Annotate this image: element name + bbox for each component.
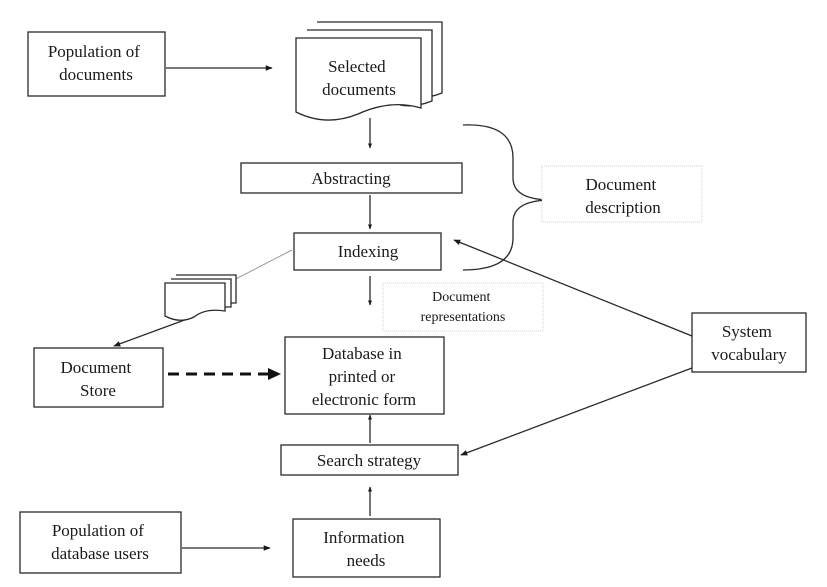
document-store-line-1: Document [60, 358, 131, 377]
node-indexing: Indexing [293, 232, 442, 271]
svg-text:Document description: Document description [585, 175, 661, 217]
system-vocabulary-line-1: System [722, 322, 772, 341]
dashed-arrow-head [268, 368, 281, 380]
arrow-stack-to-store [113, 317, 191, 347]
node-population-of-documents: Population of documents [27, 31, 166, 97]
node-selected-documents: Selected documents [295, 21, 443, 121]
system-vocabulary-line-2: vocabulary [711, 345, 787, 364]
svg-text:Selected documents: Selected documents [322, 57, 396, 99]
document-stack-icon [164, 274, 237, 321]
selected-documents-line-1: Selected [328, 57, 386, 76]
svg-text:Population of database u: Population of database users [51, 521, 149, 563]
svg-text:Information needs: Information needs [323, 528, 408, 570]
node-abstracting: Abstracting [240, 162, 463, 194]
abstracting-label: Abstracting [311, 169, 391, 188]
svg-text:Document Store: Document Store [60, 358, 135, 400]
database-line-2: printed or [329, 367, 396, 386]
arrow-vocabulary-to-search [460, 367, 693, 456]
population-documents-line-1: Population of [48, 42, 140, 61]
node-document-store: Document Store [33, 347, 164, 408]
population-users-line-1: Population of [52, 521, 144, 540]
arrow-vocabulary-to-indexing [453, 239, 693, 337]
population-documents-line-2: documents [59, 65, 133, 84]
description-brace [462, 124, 553, 271]
svg-text:Document representations: Document representations [421, 290, 506, 325]
selected-documents-line-2: documents [322, 80, 396, 99]
document-store-line-2: Store [80, 381, 116, 400]
svg-text:Population of documents: Population of documents [48, 42, 144, 84]
node-document-representations: Document representations [382, 282, 544, 332]
node-information-needs: Information needs [292, 518, 441, 578]
node-document-description: Document description [541, 165, 703, 223]
population-users-line-2: database users [51, 544, 149, 563]
document-description-line-2: description [585, 198, 661, 217]
node-database: Database in printed or electronic form [284, 336, 445, 415]
database-line-3: electronic form [312, 390, 416, 409]
svg-text:Database in printed or: Database in printed or electronic form [312, 344, 416, 409]
document-representations-line-2: representations [421, 310, 506, 325]
document-representations-line-1: Document [432, 290, 490, 305]
node-search-strategy: Search strategy [280, 444, 459, 476]
line-indexing-to-stack [227, 249, 293, 284]
node-system-vocabulary: System vocabulary [691, 312, 807, 373]
information-needs-line-2: needs [347, 551, 386, 570]
svg-text:System vocabulary: System vocabulary [711, 322, 787, 364]
search-strategy-label: Search strategy [317, 451, 422, 470]
document-description-line-1: Document [585, 175, 656, 194]
node-population-of-database-users: Population of database users [19, 511, 182, 574]
information-needs-line-1: Information [323, 528, 405, 547]
indexing-label: Indexing [338, 242, 399, 261]
database-line-1: Database in [322, 344, 402, 363]
